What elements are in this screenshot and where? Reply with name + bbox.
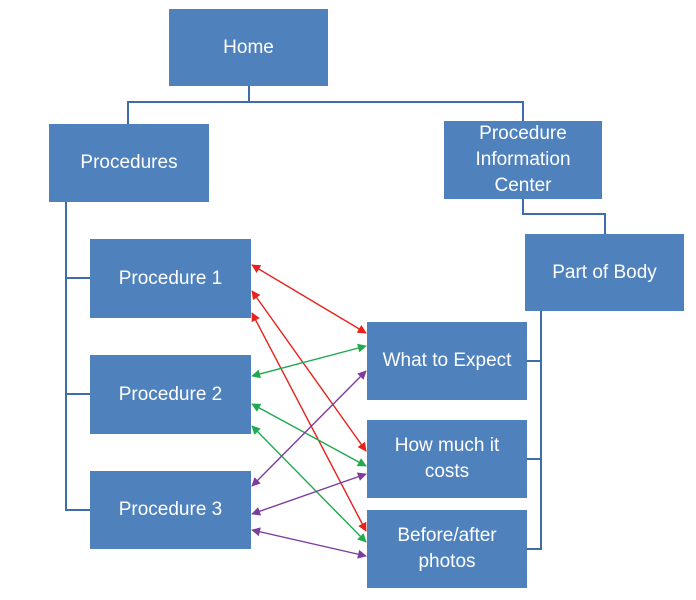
link-procedure-1-what-to-expect [251, 264, 367, 334]
procedures-node[interactable]: Procedures [49, 124, 209, 202]
procedure-1-node[interactable]: Procedure 1 [90, 239, 251, 318]
edge-procedure-information-center-part-of-body [522, 199, 606, 234]
how-much-it-costs-node[interactable]: How much it costs [367, 420, 527, 498]
link-procedure-3-what-to-expect [251, 370, 367, 487]
link-procedure-2-before-after-photos [251, 425, 367, 543]
edge-procedures-procedure-2 [65, 278, 90, 395]
what-to-expect-node[interactable]: What to Expect [367, 322, 527, 400]
edge-home-procedures [127, 86, 250, 124]
before-after-photos-node[interactable]: Before/after photos [367, 510, 527, 588]
edge-part-of-body-what-to-expect [527, 311, 542, 362]
procedure-2-node[interactable]: Procedure 2 [90, 355, 251, 434]
home-node[interactable]: Home [169, 9, 328, 86]
part-of-body-node[interactable]: Part of Body [525, 234, 684, 311]
procedure-information-center-node[interactable]: Procedure Information Center [444, 121, 602, 199]
link-procedure-1-before-after-photos [251, 312, 367, 532]
procedure-3-node[interactable]: Procedure 3 [90, 471, 251, 549]
edge-part-of-body-how-much-it-costs [527, 361, 542, 460]
edge-home-procedure-information-center [249, 101, 524, 121]
edge-procedures-procedure-3 [65, 394, 90, 511]
link-procedure-2-how-much-it-costs [251, 403, 367, 467]
edge-part-of-body-before-after-photos [527, 459, 542, 550]
link-procedure-3-how-much-it-costs [251, 472, 367, 516]
edge-procedures-procedure-1 [65, 202, 90, 279]
link-procedure-3-before-after-photos [251, 527, 367, 559]
